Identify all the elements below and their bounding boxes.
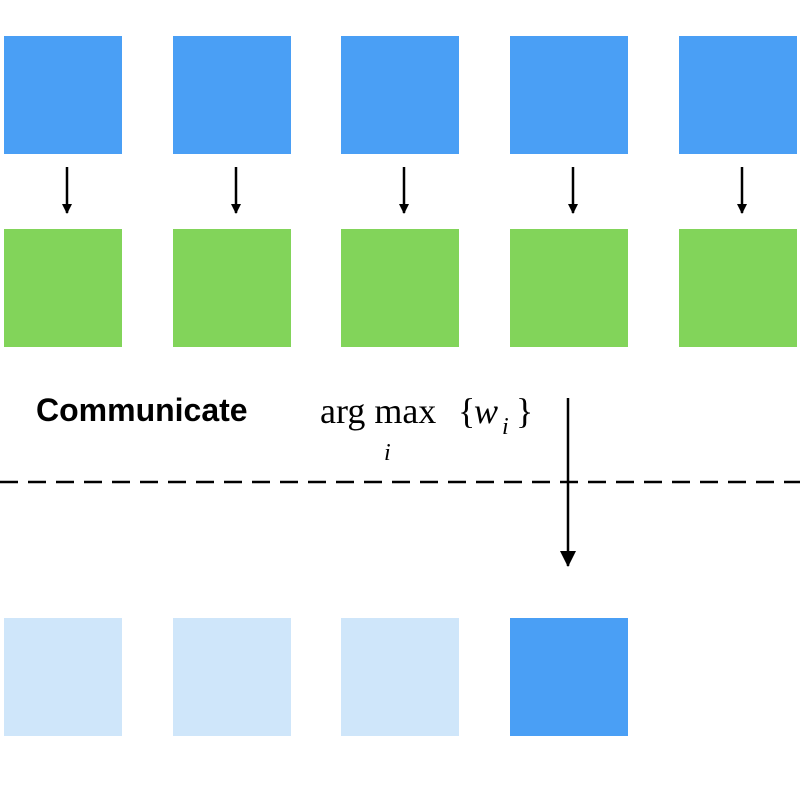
open-brace: {	[458, 391, 475, 431]
middle-row-block-4	[510, 229, 628, 347]
weight-variable: w	[474, 391, 498, 431]
weight-subscript: i	[502, 414, 509, 440]
close-brace: }	[516, 391, 533, 431]
argmax-under-index: i	[384, 440, 391, 466]
bottom-row-block-4	[510, 618, 628, 736]
middle-row-block-1	[4, 229, 122, 347]
bottom-row-blocks	[4, 618, 628, 736]
bottom-row-block-2	[173, 618, 291, 736]
middle-row-block-3	[341, 229, 459, 347]
top-row-block-4	[510, 36, 628, 154]
top-row-block-3	[341, 36, 459, 154]
middle-row-block-2	[173, 229, 291, 347]
top-row-block-5	[679, 36, 797, 154]
middle-row-block-5	[679, 229, 797, 347]
communicate-label: Communicate	[36, 392, 248, 428]
argmax-operator: arg max	[320, 391, 436, 431]
top-row-block-2	[173, 36, 291, 154]
top-row-block-1	[4, 36, 122, 154]
argmax-formula: arg max { w i } i	[320, 391, 533, 466]
bottom-row-block-1	[4, 618, 122, 736]
bottom-row-block-3	[341, 618, 459, 736]
top-to-middle-arrows	[62, 167, 747, 214]
middle-row-blocks	[4, 229, 797, 347]
top-row-blocks	[4, 36, 797, 154]
